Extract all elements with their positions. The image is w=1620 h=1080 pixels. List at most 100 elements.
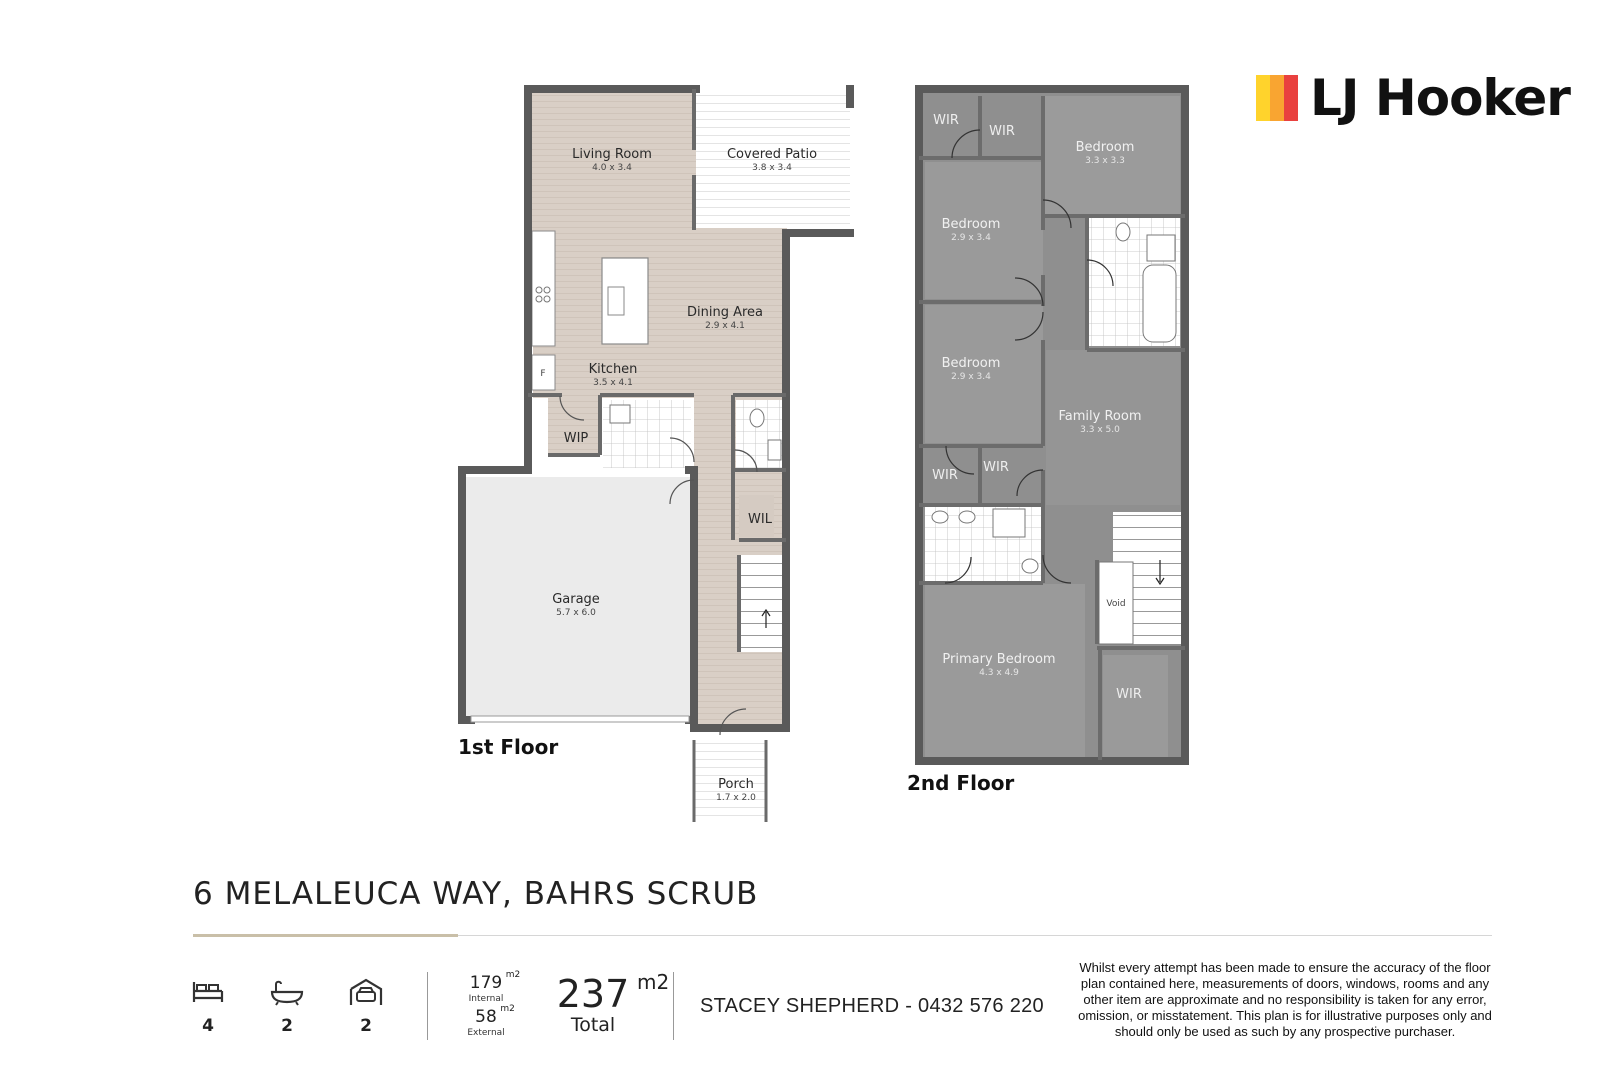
logo-bars <box>1256 75 1298 121</box>
primary-wir-floor <box>1103 655 1168 758</box>
bedroom-3-floor <box>925 305 1043 443</box>
covered-patio-label: Covered Patio <box>727 147 817 162</box>
second-floor-plan: Void <box>907 85 1189 795</box>
door-swings-1st <box>559 395 758 736</box>
wir-label-2: WIR <box>989 124 1015 139</box>
first-floor-plan: F <box>458 85 854 822</box>
internal-area-label: Internal <box>468 994 504 1004</box>
logo-bar-yellow <box>1256 75 1270 121</box>
garage-dims: 5.7 x 6.0 <box>556 608 596 618</box>
stair-arrow-down-icon <box>1155 560 1165 586</box>
kitchen-bench <box>531 230 556 347</box>
bathrooms-count: 2 <box>281 1016 293 1036</box>
internal-area-number: 179 <box>469 973 503 993</box>
garage-door <box>470 715 690 723</box>
external-area-unit: m2 <box>500 1004 515 1014</box>
primary-bedroom-label: Primary Bedroom <box>942 652 1055 667</box>
kitchen-dims: 3.5 x 4.1 <box>593 378 633 388</box>
bathtub-icon <box>1142 264 1177 343</box>
shower-icon <box>992 508 1026 538</box>
porch-label: Porch <box>718 777 754 792</box>
first-floor-title: 1st Floor <box>458 735 558 759</box>
primary-bedroom-floor <box>925 584 1085 760</box>
living-room-floor <box>527 93 700 236</box>
dining-kitchen-floor <box>533 228 787 398</box>
bedroom-2-dims: 2.9 x 3.4 <box>951 233 991 243</box>
bedroom-2-label: Bedroom <box>942 217 1001 232</box>
door-swings-2nd <box>944 129 1114 584</box>
stair-arrow-up-icon <box>761 608 771 628</box>
bedroom-2-floor <box>925 162 1043 299</box>
wil-label: WIL <box>748 512 773 527</box>
covered-patio-floor <box>696 89 850 231</box>
separator <box>427 972 428 1040</box>
logo-wordmark: LJ Hooker <box>1310 69 1571 127</box>
bedroom-1-floor <box>1044 96 1180 216</box>
cooktop-icon <box>535 286 543 294</box>
bath-icon <box>270 980 304 1006</box>
car-icon <box>349 978 383 1005</box>
sink-icon <box>607 286 625 316</box>
void-area <box>1098 561 1134 645</box>
primary-bedroom-dims: 4.3 x 4.9 <box>979 668 1019 678</box>
second-floor-title: 2nd Floor <box>907 771 1014 795</box>
logo-bar-orange <box>1270 75 1284 121</box>
wip-label: WIP <box>564 431 589 446</box>
property-address: 6 MELALEUCA WAY, BAHRS SCRUB <box>193 876 759 912</box>
garages-feature: 2 <box>341 978 391 1036</box>
cooktop-icon <box>543 295 551 303</box>
internal-area-unit: m2 <box>505 970 521 980</box>
basin-icon <box>931 510 949 524</box>
divider-line <box>458 935 1492 936</box>
fridge-label: F <box>540 369 545 379</box>
living-room-dims: 4.0 x 3.4 <box>592 163 632 173</box>
separator <box>673 972 674 1040</box>
garages-count: 2 <box>360 1016 372 1036</box>
porch-floor <box>694 740 766 822</box>
wir-label-5: WIR <box>1116 687 1142 702</box>
wir-label-1: WIR <box>933 113 959 128</box>
wir-label-4: WIR <box>983 460 1009 475</box>
basin-icon <box>767 439 782 461</box>
family-room-dims: 3.3 x 5.0 <box>1080 425 1120 435</box>
total-area-unit: m2 <box>637 970 670 994</box>
logo-bar-red <box>1284 75 1298 121</box>
stairs-1st <box>741 555 786 652</box>
bedroom-1-label: Bedroom <box>1076 140 1135 155</box>
interior-walls-1st <box>528 89 786 652</box>
tub-icon <box>609 404 631 424</box>
cooktop-icon <box>535 295 543 303</box>
total-area: 237 m2 Total <box>538 970 670 1036</box>
shower-icon <box>1146 234 1176 262</box>
dining-area-dims: 2.9 x 4.1 <box>705 321 745 331</box>
living-room-label: Living Room <box>572 147 652 162</box>
family-room-label: Family Room <box>1059 409 1142 424</box>
family-room-floor <box>1046 350 1180 505</box>
total-area-label: Total <box>570 1014 616 1036</box>
walls-1st <box>458 85 854 732</box>
external-area-number: 58 <box>475 1007 497 1027</box>
bedrooms-feature: 4 <box>183 978 233 1036</box>
total-area-value: 237 m2 <box>556 970 670 1016</box>
disclaimer-text: Whilst every attempt has been made to en… <box>1078 960 1492 1039</box>
garage-floor <box>462 477 690 716</box>
wir-label-3: WIR <box>932 468 958 483</box>
external-area-label: External <box>467 1028 505 1038</box>
total-area-number: 237 <box>556 972 630 1016</box>
basin-icon <box>958 510 976 524</box>
toilet-icon <box>749 408 765 428</box>
lj-hooker-logo: LJ Hooker <box>1256 68 1571 128</box>
dining-area-label: Dining Area <box>687 305 763 320</box>
bed-icon <box>192 982 224 1002</box>
covered-patio-dims: 3.8 x 3.4 <box>752 163 792 173</box>
porch-walls <box>692 740 768 822</box>
bedroom-1-dims: 3.3 x 3.3 <box>1085 156 1125 166</box>
interior-walls-2nd <box>919 96 1185 760</box>
void-label: Void <box>1106 599 1125 609</box>
bedrooms-count: 4 <box>202 1016 214 1036</box>
bathrooms-feature: 2 <box>262 978 312 1036</box>
wip-floor <box>548 395 600 455</box>
